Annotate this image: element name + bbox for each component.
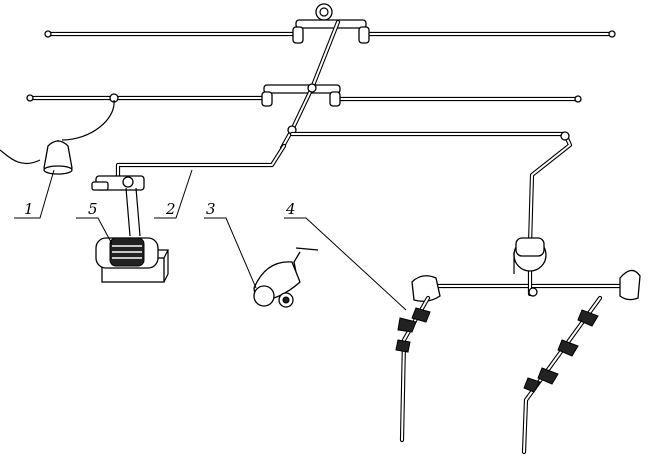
spray-boom-4 (411, 237, 641, 302)
left-dropper (395, 295, 431, 443)
riser-pipe (279, 19, 341, 151)
label-5: 5 (88, 200, 98, 218)
bell-unit-1 (0, 99, 115, 175)
supply-pipe-2 (115, 143, 287, 181)
right-dropper (521, 295, 603, 455)
label-2: 2 (165, 200, 176, 218)
motor-unit-5 (91, 175, 169, 283)
top-pipe (44, 3, 616, 44)
lower-branch-pipe (289, 131, 573, 248)
leader-lines (14, 169, 407, 311)
label-1: 1 (24, 200, 34, 218)
sprayer-unit-3 (253, 247, 319, 308)
label-4: 4 (285, 200, 296, 218)
label-3: 3 (206, 200, 216, 218)
middle-pipe (26, 84, 582, 107)
